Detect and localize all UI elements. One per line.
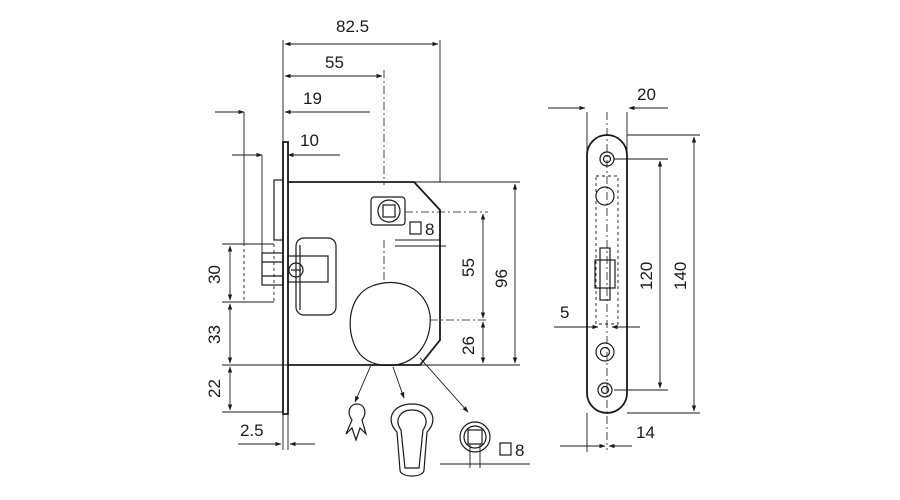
lock-case [288, 181, 441, 366]
forend-latch-opening [594, 259, 616, 289]
dim-8-spindle: 8 [425, 220, 434, 239]
spindle-square [382, 204, 396, 218]
dim-14: 14 [636, 423, 655, 442]
dim-96: 96 [492, 269, 511, 288]
dim-22: 22 [205, 379, 224, 398]
cylinder-hole [349, 281, 431, 367]
keyhole-variants: 8 [345, 403, 530, 477]
dim-55-right: 55 [459, 258, 478, 277]
square-spindle-ring [459, 421, 491, 453]
latch-bolt [261, 252, 284, 286]
dim-26: 26 [459, 336, 478, 355]
dim-20: 20 [637, 85, 656, 104]
bit-key-keyhole [345, 403, 368, 442]
follower-box [370, 196, 406, 226]
dim-2-5: 2.5 [240, 421, 264, 440]
dim-82-5: 82.5 [336, 17, 369, 36]
latch-support [273, 179, 284, 241]
dim-33: 33 [205, 325, 224, 344]
square-spindle-hole [467, 429, 483, 445]
dim-8-variant: 8 [515, 441, 524, 460]
dim-30: 30 [205, 265, 224, 284]
bottom-screw [597, 382, 613, 398]
dim-120: 120 [637, 262, 656, 290]
forend-plate [282, 141, 289, 415]
square-symbol-variant [499, 442, 512, 456]
latch-pivot [288, 262, 304, 278]
dim-5: 5 [560, 303, 569, 322]
dim-140: 140 [671, 262, 690, 290]
dim-10: 10 [300, 131, 319, 150]
euro-cylinder-keyhole [390, 403, 434, 477]
square-symbol-spindle [409, 221, 422, 235]
follower-ring [377, 199, 401, 223]
dim-55-top: 55 [325, 53, 344, 72]
dim-19: 19 [303, 89, 322, 108]
latch-slot [295, 237, 337, 316]
front-view: 20 120 140 5 14 [548, 85, 700, 452]
middle-screw [595, 342, 615, 362]
forend-follower-hole [595, 186, 615, 206]
side-view: 82.5 55 19 10 96 55 26 8 30 [205, 17, 520, 450]
